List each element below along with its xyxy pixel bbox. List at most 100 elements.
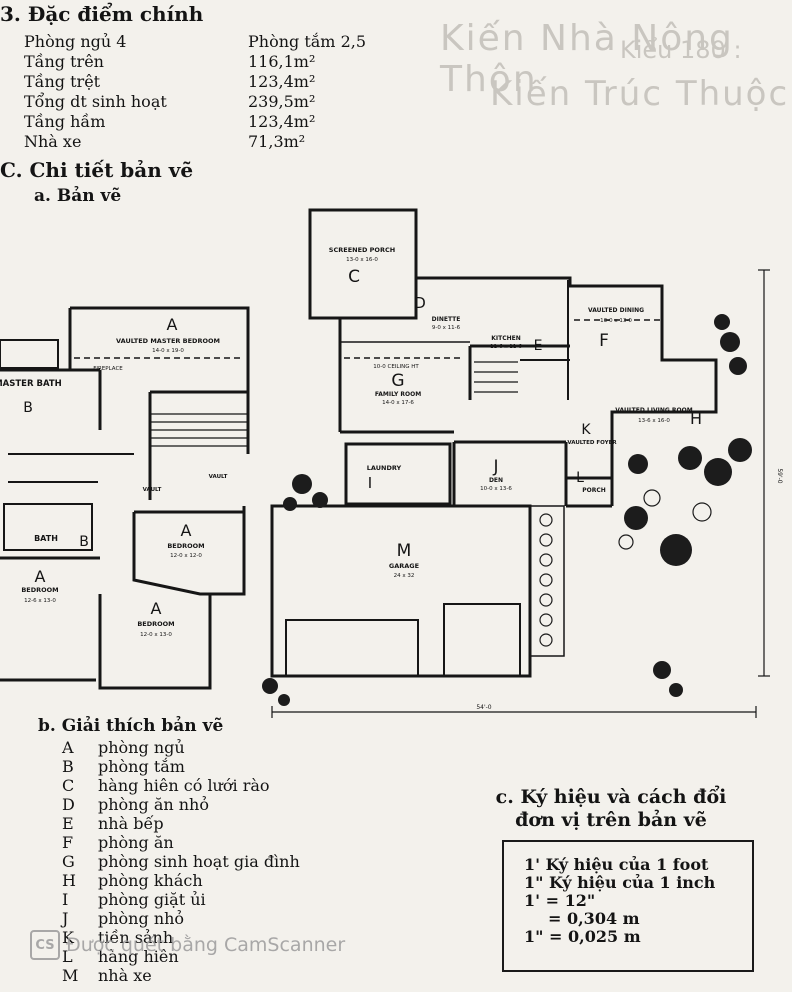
spec-value: 71,3m² (248, 132, 306, 151)
notation-line: 1' Ký hiệu của 1 foot (524, 855, 709, 874)
spec-label: Phòng ngủ 4 (24, 32, 127, 51)
letter-l: L (576, 470, 584, 486)
letter-a-bottom: A (151, 599, 162, 618)
dim-living: 13-6 x 16-0 (638, 418, 670, 424)
letter-k: K (581, 422, 591, 438)
bleed-through-line2: Kiến Trúc Thuộc (490, 74, 790, 114)
legend-text: phòng giặt ủi (98, 890, 206, 909)
notation-title: c. Ký hiệu và cách đổi đơn vị trên bản v… (474, 786, 748, 832)
subsection-a-title: a. Bản vẽ (34, 186, 122, 206)
label-garage: GARAGE (389, 562, 419, 570)
legend-key: J (62, 909, 69, 928)
letter-b-bath: B (79, 534, 89, 550)
letter-g: G (391, 371, 404, 391)
dim-family: 14-0 x 17-6 (382, 400, 414, 406)
spec-value: 239,5m² (248, 92, 316, 111)
notation-title-line1: c. Ký hiệu và cách đổi (495, 786, 727, 808)
dim-depth: 59'-0 (776, 468, 783, 483)
legend-text: nhà bếp (98, 814, 164, 833)
dim-screened-porch: 13-0 x 16-0 (346, 257, 378, 263)
specs-title: 3. Đặc điểm chính (0, 2, 204, 26)
notation-line: = 0,304 m (548, 909, 640, 928)
dim-width: 54'-0 (476, 704, 491, 711)
bleed-through-model: Kiểu 180 : (620, 36, 742, 64)
label-bath: BATH (34, 534, 58, 543)
label-vault-right: VAULT (209, 474, 228, 480)
label-bedroom-center: BEDROOM (167, 542, 204, 550)
spec-row: Phòng ngủ 4 Phòng tắm 2,5 (24, 32, 366, 52)
label-foyer: VAULTED FOYER (567, 440, 617, 446)
legend-text: phòng ăn (98, 833, 174, 852)
notation-line: 1" Ký hiệu của 1 inch (524, 873, 716, 892)
dim-bedroom-left: 12-6 x 13-0 (24, 598, 56, 604)
legend-key: G (62, 852, 75, 871)
label-screened-porch: SCREENED PORCH (329, 246, 395, 254)
label-bedroom-left: BEDROOM (21, 586, 58, 594)
legend-text: phòng ăn nhỏ (98, 795, 209, 814)
letter-c: C (348, 267, 360, 287)
bleed-through-line1: Kiến Nhà Nông Thôn (440, 18, 734, 100)
legend-text: phòng nhỏ (98, 909, 185, 928)
legend-key: E (62, 814, 74, 833)
legend-key: F (62, 833, 74, 852)
note-family: 10-0 CEILING HT (373, 364, 419, 370)
legend-key: I (62, 890, 69, 909)
watermark-text: Được quét bằng CamScanner (66, 934, 346, 956)
letter-b-master: B (23, 400, 33, 416)
notation-box: 1' Ký hiệu của 1 foot 1" Ký hiệu của 1 i… (502, 840, 754, 972)
subsection-b-title: b. Giải thích bản vẽ (38, 716, 224, 736)
label-bedroom-bottom: BEDROOM (137, 620, 174, 628)
letter-a-master: A (167, 315, 178, 334)
label-family: FAMILY ROOM (375, 391, 421, 398)
label-dining: VAULTED DINING (588, 307, 644, 314)
label-master-bedroom: VAULTED MASTER BEDROOM (116, 337, 220, 345)
legend-key: H (62, 871, 76, 890)
notation-line: 1' = 12" (524, 891, 596, 910)
dim-bedroom-bottom: 12-0 x 13-0 (140, 632, 172, 638)
letter-h: H (690, 409, 702, 428)
legend-key: B (62, 757, 74, 776)
label-dinette: DINETTE (432, 316, 461, 323)
letter-a-left: A (35, 567, 46, 586)
floor-plan: SCREENED PORCH 13-0 x 16-0 C D DINETTE 9… (0, 208, 783, 718)
spec-value: Phòng tắm 2,5 (248, 32, 367, 51)
spec-label: Tầng hầm (24, 112, 106, 131)
dim-dinette: 9-0 x 11-6 (432, 325, 461, 331)
legend-text: phòng tắm (98, 757, 185, 776)
letter-d: D (414, 294, 426, 312)
legend-text: phòng khách (98, 871, 203, 890)
drawing-title: C. Chi tiết bản vẽ (0, 158, 194, 182)
legend-key: A (62, 738, 74, 757)
legend-text: phòng ngủ (98, 738, 185, 757)
camscanner-watermark: CS Được quét bằng CamScanner (30, 930, 345, 960)
dim-bedroom-center: 12-0 x 12-0 (170, 553, 202, 559)
legend-key: M (62, 966, 79, 985)
spec-value: 123,4m² (248, 112, 316, 131)
letter-f: F (599, 331, 609, 351)
letter-a-center: A (181, 521, 192, 540)
spec-row: Tầng hầm 123,4m² (24, 112, 366, 132)
legend-text: hàng hiên có lưới rào (98, 776, 270, 795)
label-den: DEN (489, 477, 503, 484)
notation-title-line2: đơn vị trên bản vẽ (515, 809, 707, 831)
spec-label: Tầng trên (24, 52, 104, 71)
letter-j: J (492, 457, 498, 477)
legend-key: C (62, 776, 75, 795)
